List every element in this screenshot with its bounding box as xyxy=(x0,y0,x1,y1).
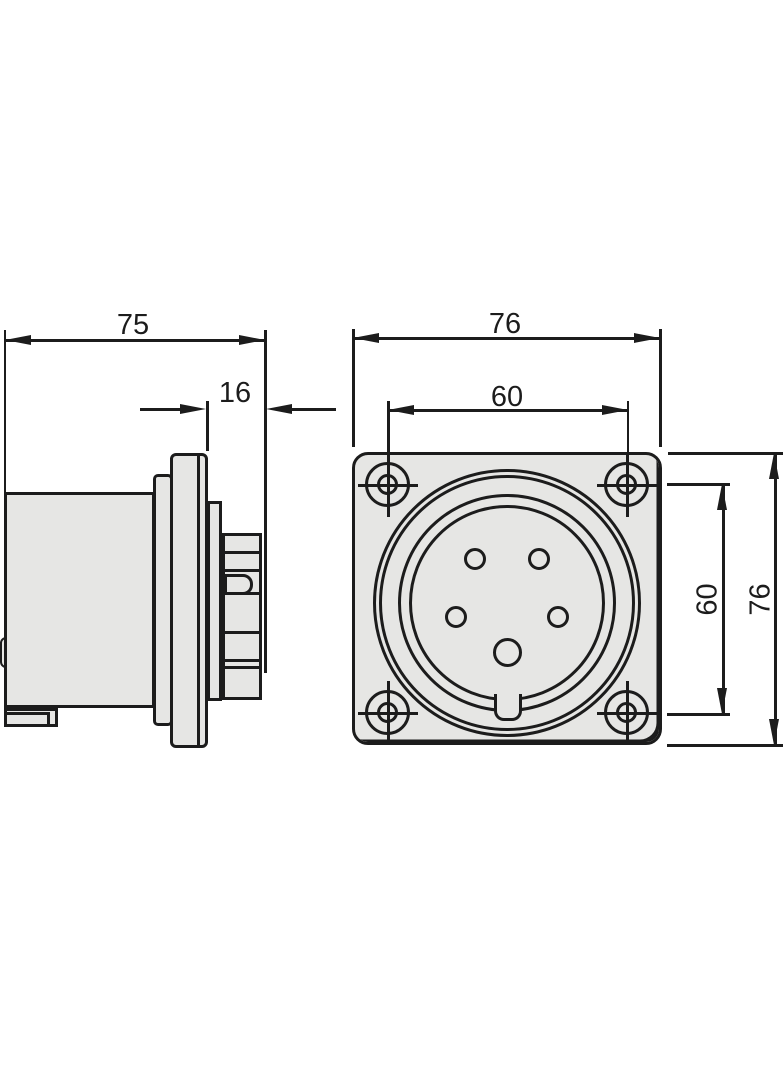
extension-line xyxy=(206,401,209,451)
contact-pin xyxy=(547,606,569,628)
contact-pin xyxy=(528,548,550,570)
collar-ring-outer xyxy=(373,469,641,737)
arrowhead xyxy=(180,404,206,414)
extension-line xyxy=(667,483,730,486)
dimension-line-76-height xyxy=(774,453,777,745)
dimension-label-flange-to-tip: 16 xyxy=(218,377,252,409)
side-collar xyxy=(207,501,222,701)
arrowhead xyxy=(717,484,727,510)
extension-line xyxy=(659,329,662,447)
extension-line xyxy=(387,401,390,459)
side-foot-detail-line-h xyxy=(7,712,50,715)
arrowhead xyxy=(769,453,779,479)
dimension-label-width-total: 76 xyxy=(488,308,522,340)
socket-face-circle xyxy=(409,505,605,701)
screw-hole-inner xyxy=(616,702,637,723)
extension-line xyxy=(667,713,730,716)
screw-hole-outer xyxy=(365,690,410,735)
dimension-label-hole-pitch-horizontal: 60 xyxy=(490,381,524,413)
dimension-label-height-total: 76 xyxy=(744,583,777,616)
extension-line xyxy=(668,452,783,455)
dimension-line-76-width xyxy=(353,337,660,340)
keyway-notch xyxy=(494,694,522,721)
screw-hole-outer xyxy=(604,690,649,735)
collar-ring-outer-inner-line xyxy=(379,475,635,731)
contact-pin xyxy=(445,606,467,628)
dimension-line-60-horizontal xyxy=(388,409,628,412)
side-barrel-ring-line xyxy=(225,569,259,572)
screw-hole-inner xyxy=(377,474,398,495)
screw-hole-inner xyxy=(616,474,637,495)
extension-line xyxy=(352,329,355,447)
arrowhead xyxy=(634,333,660,343)
contact-pin xyxy=(464,548,486,570)
side-barrel xyxy=(222,533,262,700)
dimension-line-60-vertical xyxy=(722,484,725,714)
dimension-label-depth-total: 75 xyxy=(116,309,150,341)
arrowhead xyxy=(717,688,727,714)
dimension-line-16-left xyxy=(140,408,182,411)
arrowhead xyxy=(239,335,265,345)
side-mounting-foot xyxy=(4,708,58,727)
side-keyway-latch xyxy=(224,574,253,595)
extension-line xyxy=(3,330,6,492)
screw-hole-inner xyxy=(377,702,398,723)
arrowhead xyxy=(353,333,379,343)
dimension-line-16-right xyxy=(292,408,336,411)
side-flange-face-line xyxy=(197,456,200,745)
screw-hole-outer xyxy=(604,462,649,507)
screw-hole-outer xyxy=(365,462,410,507)
contact-pin-earth xyxy=(493,638,522,667)
dimension-line-75 xyxy=(5,339,265,342)
arrowhead xyxy=(602,405,628,415)
arrowhead xyxy=(5,335,31,345)
side-barrel-ring-line xyxy=(225,666,259,669)
side-barrel-ring-line xyxy=(225,551,259,554)
extension-line xyxy=(264,330,267,673)
side-foot-detail-line-v xyxy=(47,712,50,727)
extension-line xyxy=(667,744,783,747)
side-barrel-ring-line xyxy=(225,631,259,634)
side-barrel-ring-line xyxy=(225,659,259,662)
side-body-outline xyxy=(4,492,155,708)
extension-line xyxy=(626,401,630,459)
side-flange xyxy=(170,453,208,748)
arrowhead xyxy=(388,405,414,415)
arrowhead xyxy=(769,719,779,745)
arrowhead xyxy=(266,404,292,414)
dimension-label-hole-pitch-vertical: 60 xyxy=(691,583,724,616)
